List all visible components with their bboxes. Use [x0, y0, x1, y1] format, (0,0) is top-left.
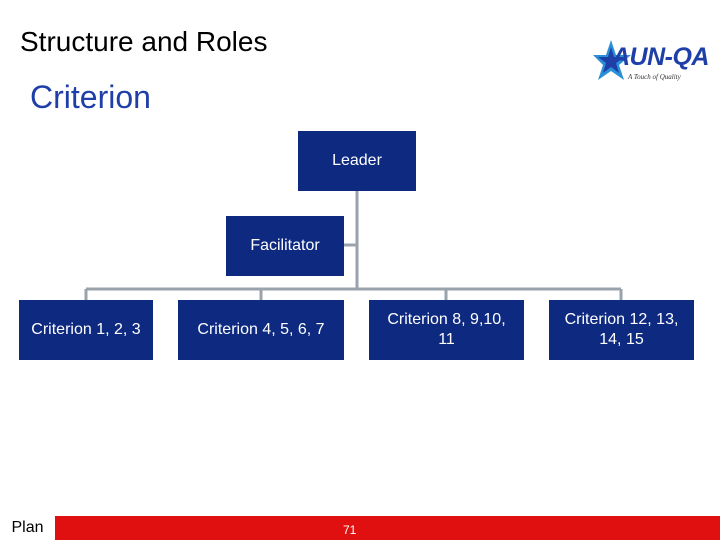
criterion-group-label: Criterion 4, 5, 6, 7 — [197, 321, 325, 338]
criterion-group-label: Criterion 1, 2, 3 — [31, 321, 141, 338]
footer-bar: Plan 71 — [0, 516, 720, 540]
facilitator-node: Facilitator — [226, 216, 344, 276]
star-logo-icon — [593, 40, 631, 80]
criterion-group-node: Criterion 1, 2, 3 — [19, 300, 153, 360]
slide-subtitle: Criterion — [30, 79, 151, 115]
leader-label: Leader — [332, 152, 382, 169]
footer-plan-label: Plan — [0, 516, 55, 540]
leader-node: Leader — [298, 131, 416, 191]
logo-wordmark: AUN-QA — [612, 43, 710, 71]
criterion-group-label: Criterion 12, 13, 14, 15 — [564, 311, 679, 348]
aun-qa-logo: AUN-QA A Touch of Quality — [593, 40, 710, 86]
criterion-group-label: Criterion 8, 9,10, 11 — [387, 311, 506, 348]
facilitator-label: Facilitator — [250, 237, 320, 254]
page-number: 71 — [343, 523, 357, 537]
logo-tagline: A Touch of Quality — [628, 73, 681, 81]
criterion-group-node: Criterion 12, 13, 14, 15 — [549, 300, 694, 360]
slide-title: Structure and Roles — [20, 26, 268, 57]
criterion-group-node: Criterion 8, 9,10, 11 — [369, 300, 524, 360]
criterion-group-node: Criterion 4, 5, 6, 7 — [178, 300, 344, 360]
